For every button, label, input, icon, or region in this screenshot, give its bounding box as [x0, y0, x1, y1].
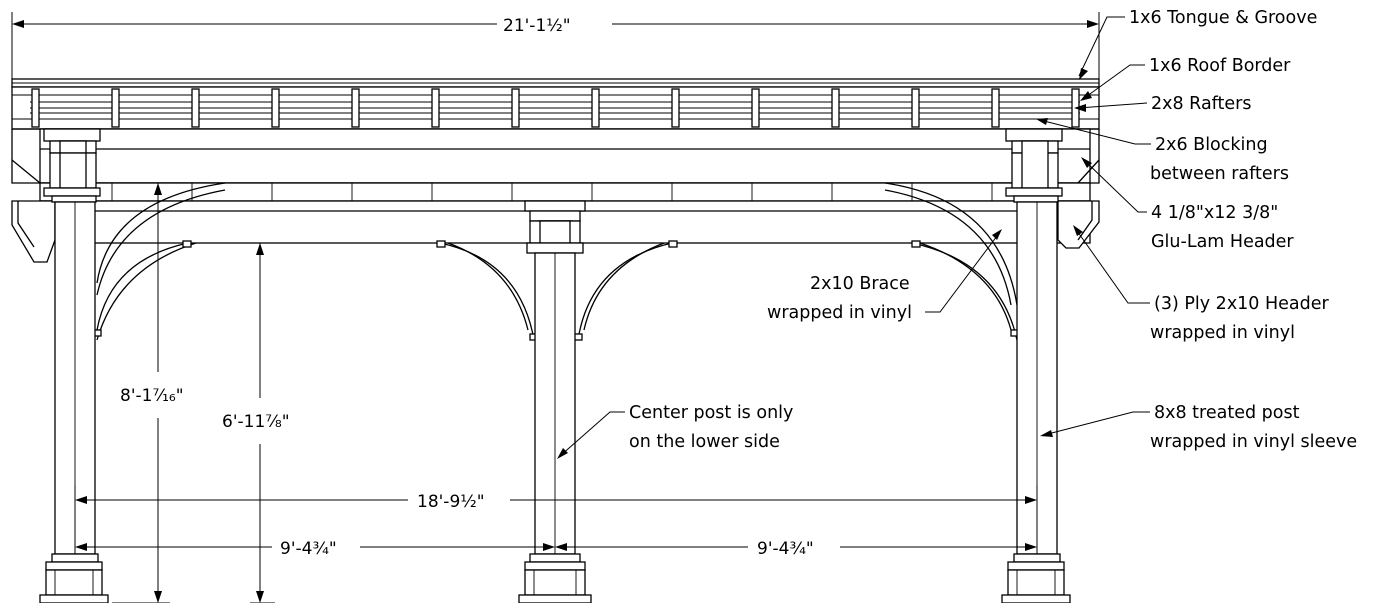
post-center — [518, 200, 592, 603]
dim-post-span: 18'-9½" — [417, 492, 485, 512]
label-tongue-groove: 1x6 Tongue & Groove — [1129, 8, 1317, 28]
label-roof-border: 1x6 Roof Border — [1149, 56, 1291, 76]
label-rafters: 2x8 Rafters — [1151, 94, 1251, 114]
label-blocking-1: 2x6 Blocking — [1155, 135, 1268, 155]
dim-left-bay: 9'-4¾" — [280, 539, 337, 559]
dim-header-height: 6'-11⅞" — [222, 412, 290, 432]
label-blocking-2: between rafters — [1150, 164, 1289, 184]
dim-total-height: 8'-1⁷⁄₁₆" — [120, 386, 184, 406]
lower-rafters — [111, 183, 993, 201]
post-right — [1001, 128, 1071, 603]
label-ply-header-2: wrapped in vinyl — [1150, 323, 1295, 343]
label-brace-1: 2x10 Brace — [810, 274, 910, 294]
label-brace-2: wrapped in vinyl — [767, 303, 912, 323]
callout-leaders — [557, 16, 1151, 459]
roof-assembly — [11, 78, 1100, 263]
label-ply-header-1: (3) Ply 2x10 Header — [1154, 294, 1330, 314]
label-glulam-1: 4 1/8"x12 3/8" — [1151, 203, 1278, 223]
rafters — [31, 88, 1080, 128]
braces — [92, 182, 1020, 341]
label-center-post-1: Center post is only — [629, 403, 793, 423]
label-glulam-2: Glu-Lam Header — [1151, 232, 1294, 252]
label-treated-post-2: wrapped in vinyl sleeve — [1150, 432, 1357, 452]
glulam-header — [39, 128, 1091, 184]
dim-right-bay: 9'-4¾" — [757, 539, 814, 559]
label-treated-post-1: 8x8 treated post — [1154, 403, 1300, 423]
dim-overall-width: 21'-1½" — [503, 16, 571, 36]
dimension-lines — [11, 12, 1100, 603]
label-center-post-2: on the lower side — [629, 432, 780, 452]
